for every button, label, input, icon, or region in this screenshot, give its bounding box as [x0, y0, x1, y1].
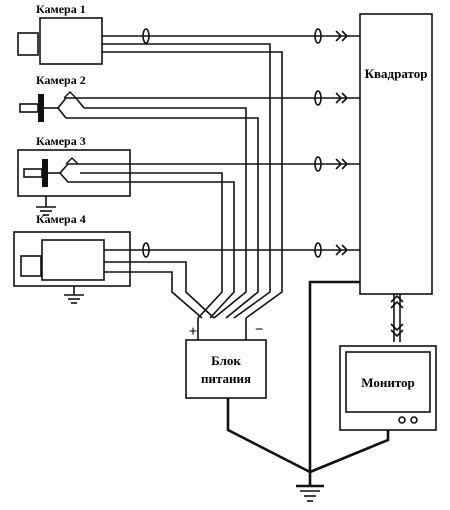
- camera-2: Камера 2: [19, 73, 86, 122]
- camera-1: Камера 1: [17, 2, 103, 65]
- camera-2-label: Камера 2: [36, 73, 86, 87]
- quad-monitor-link: [390, 294, 404, 342]
- power-supply-label-line1: Блок: [211, 353, 241, 368]
- camera-2-connector: [63, 91, 77, 99]
- power-lines: [80, 43, 283, 340]
- camera-3-sensor: [42, 159, 48, 187]
- camera-3-connector: [65, 157, 79, 165]
- monitor-screen: [345, 351, 431, 413]
- camera-4-ground-icon: [64, 286, 84, 304]
- main-ground-icon: [296, 484, 324, 502]
- camera-1-lens: [17, 32, 39, 56]
- camera-2-sensor: [38, 94, 44, 122]
- camera-4-body: [41, 239, 105, 281]
- monitor-button-1: [398, 416, 406, 424]
- camera-3-lens: [23, 168, 43, 178]
- power-minus-terminal: −: [255, 322, 264, 338]
- quad-label: Квадратор: [365, 66, 428, 81]
- camera-4-lens: [20, 255, 42, 277]
- power-supply-label-line2: питания: [201, 371, 251, 386]
- camera-3-label: Камера 3: [36, 134, 86, 148]
- camera-4-label: Камера 4: [36, 212, 86, 226]
- monitor-label: Монитор: [361, 375, 415, 390]
- camera-1-label: Камера 1: [36, 2, 86, 16]
- camera-2-lens: [19, 103, 39, 113]
- camera-4: Камера 4: [13, 212, 131, 304]
- power-plus-terminal: +: [189, 324, 198, 340]
- monitor: Монитор: [339, 345, 437, 431]
- camera-1-body: [39, 17, 103, 65]
- camera-3: Камера 3: [17, 134, 131, 216]
- quad-box: [359, 13, 433, 295]
- camera-3-ground-icon: [36, 196, 56, 216]
- power-supply-box: [185, 339, 267, 399]
- ferrite-ring-icons: [142, 28, 322, 258]
- grounding-wires: [226, 280, 390, 486]
- monitor-button-2: [410, 416, 418, 424]
- video-lines: [76, 35, 360, 251]
- connector-arrow-icons: [335, 30, 349, 256]
- power-supply: Блок питания + −: [185, 322, 267, 399]
- quad-unit: Квадратор: [359, 13, 433, 295]
